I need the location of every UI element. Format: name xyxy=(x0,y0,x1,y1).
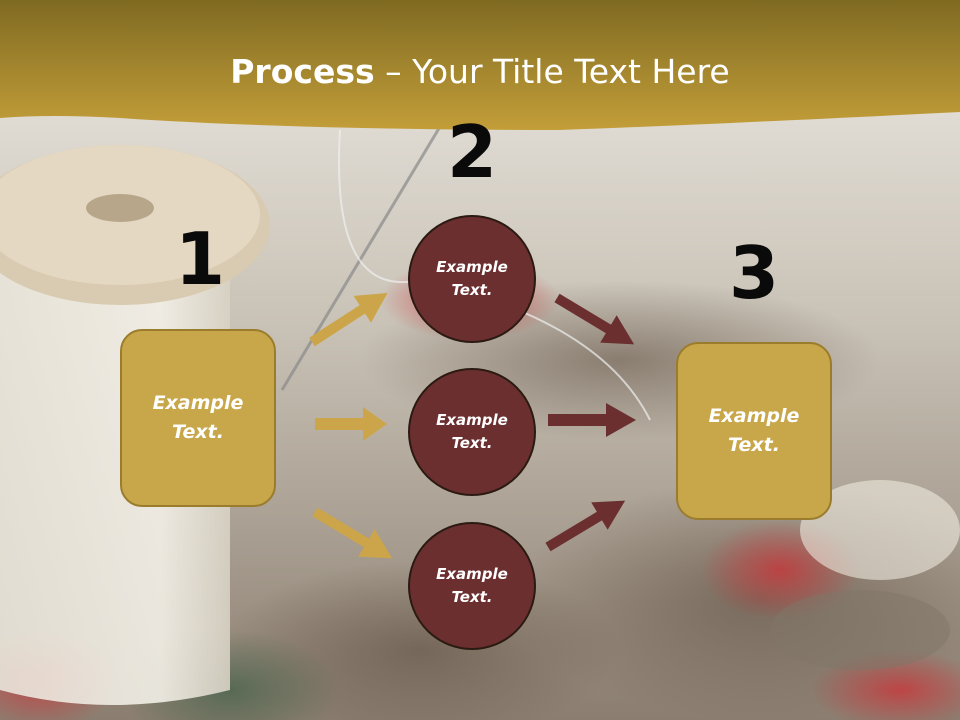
arrow-gold-up xyxy=(309,292,388,347)
title-rest: – Your Title Text Here xyxy=(374,52,730,91)
step-2-item-1-text: Example Text. xyxy=(436,258,508,299)
step-3-text: Example Text. xyxy=(708,405,800,456)
title-strong: Process xyxy=(230,52,375,91)
step-2-item-3-text: Example Text. xyxy=(436,565,508,606)
arrow-maroon-down xyxy=(554,293,635,345)
maroon-arrows xyxy=(545,293,636,552)
arrow-gold-right xyxy=(315,407,387,441)
step-number-3: 3 xyxy=(728,231,780,315)
slide-title: Process – Your Title Text Here xyxy=(0,52,960,91)
arrow-gold-down xyxy=(312,507,393,559)
step-2-circle-top: Example Text. xyxy=(408,215,536,343)
step-number-2: 2 xyxy=(446,110,498,194)
step-1-box: Example Text. xyxy=(120,329,276,507)
step-2-circle-bottom: Example Text. xyxy=(408,522,536,650)
step-2-item-2-text: Example Text. xyxy=(436,411,508,452)
step-3-box: Example Text. xyxy=(676,342,832,520)
step-1-text: Example Text. xyxy=(152,392,244,443)
gold-arrows xyxy=(309,292,393,559)
step-number-1: 1 xyxy=(174,217,226,301)
arrow-maroon-right xyxy=(548,403,636,437)
arrow-maroon-up xyxy=(545,500,626,552)
step-2-circle-middle: Example Text. xyxy=(408,368,536,496)
